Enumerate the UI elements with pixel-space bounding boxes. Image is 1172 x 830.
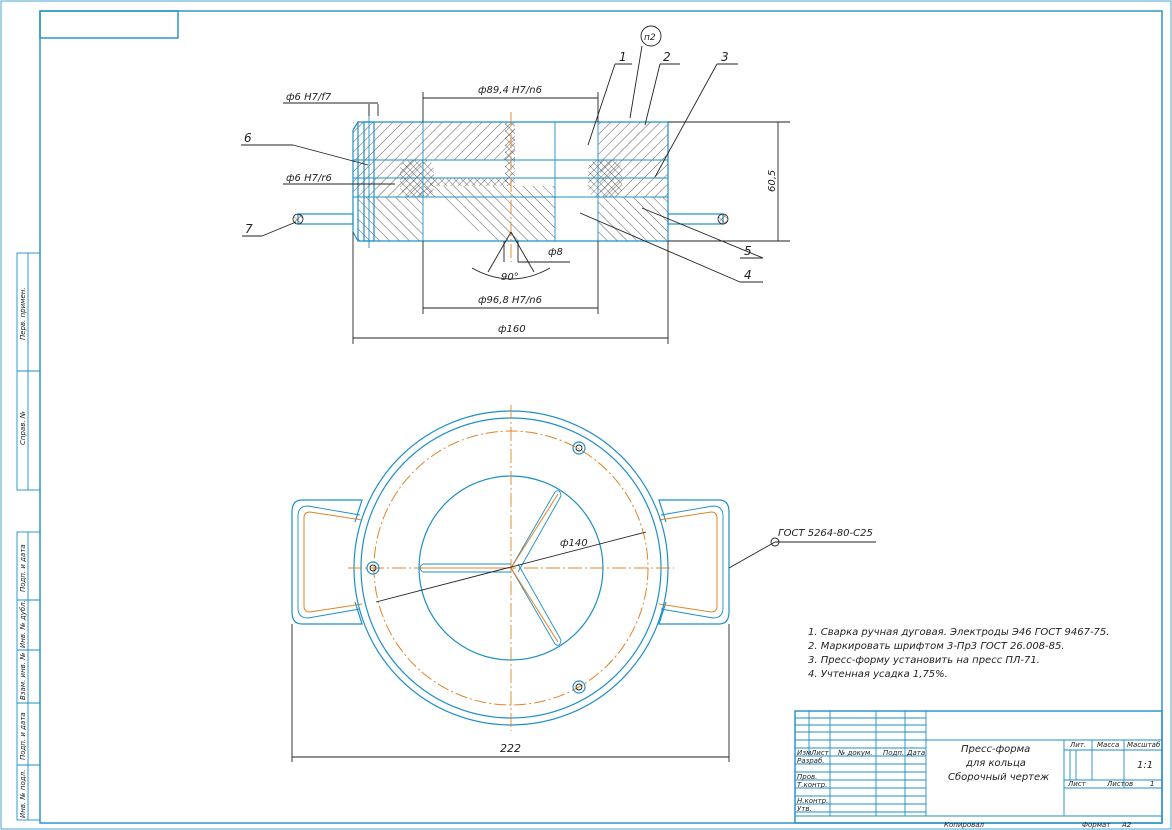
part-number-6: 6 bbox=[244, 131, 252, 145]
tb-row-razrab: Разраб. bbox=[797, 757, 825, 765]
side-label-inv-dubl: Инв. № дубл. bbox=[19, 600, 27, 648]
tb-row-tkontr: Т.контр. bbox=[797, 781, 827, 789]
note-3: 3. Пресс-форму установить на пресс ПЛ-71… bbox=[808, 655, 1040, 666]
tb-col-doc: № докум. bbox=[837, 749, 873, 757]
height-label: 60,5 bbox=[767, 170, 778, 192]
note-2: 2. Маркировать шрифтом 3-Пр3 ГОСТ 26.008… bbox=[808, 641, 1065, 652]
plan-view: ф140 222 ГОСТ 5264-80-С25 bbox=[291, 405, 876, 762]
gost-weld-label: ГОСТ 5264-80-С25 bbox=[778, 528, 873, 539]
tb-row-utv: Утв. bbox=[797, 805, 812, 813]
side-label-podp2: Подп. и дата bbox=[19, 712, 27, 760]
part-number-5: 5 bbox=[744, 244, 752, 258]
tb-masshtab: Масштаб bbox=[1127, 741, 1161, 749]
dia-outer-label: ф160 bbox=[498, 324, 526, 335]
side-strip: Перв. примен. Справ. № Подп. и дата Инв.… bbox=[16, 252, 41, 821]
tol-mid-label: ф6 H7/r6 bbox=[286, 173, 332, 184]
angle-label: 90° bbox=[501, 272, 519, 283]
side-label-sprav: Справ. № bbox=[19, 411, 27, 445]
small-dia-label: ф8 bbox=[548, 247, 563, 258]
tb-col-list: Лист bbox=[810, 749, 830, 757]
title-block: Изм Лист № докум. Подп. Дата Разраб. Про… bbox=[794, 710, 1163, 829]
tb-title-line1: Пресс-форма bbox=[961, 744, 1030, 755]
tb-listov-val: 1 bbox=[1150, 780, 1154, 788]
part-number-3: 3 bbox=[721, 50, 729, 64]
tb-title-line2: для кольца bbox=[965, 758, 1026, 769]
note-4: 4. Учтенная усадка 1,75%. bbox=[808, 669, 948, 680]
tb-title-line3: Сборочный чертеж bbox=[948, 771, 1049, 783]
part-number-1: 1 bbox=[619, 50, 627, 64]
section-view: ф6 H7/f7 ф6 H7/r6 ф89,4 H7/n6 ф96,8 H7/n… bbox=[241, 25, 790, 344]
part-number-4: 4 bbox=[744, 268, 752, 282]
tol-top-label: ф6 H7/f7 bbox=[286, 92, 332, 103]
tb-format: Формат bbox=[1082, 821, 1111, 829]
tb-row-nkontr: Н.контр. bbox=[797, 797, 828, 805]
width-222-label: 222 bbox=[500, 742, 521, 755]
side-label-podp1: Подп. и дата bbox=[19, 544, 27, 592]
tb-listov: Листов bbox=[1106, 780, 1133, 788]
tb-col-data: Дата bbox=[906, 749, 925, 757]
tb-col-podp: Подп. bbox=[883, 749, 904, 757]
side-label-perv: Перв. примен. bbox=[19, 287, 27, 340]
note-1: 1. Сварка ручная дуговая. Электроды Э46 … bbox=[808, 627, 1109, 638]
tb-lit: Лит. bbox=[1069, 741, 1086, 749]
weld-note-label: п2 bbox=[644, 33, 656, 43]
part-number-2: 2 bbox=[663, 50, 671, 64]
tb-col-izm: Изм bbox=[797, 749, 812, 757]
dia-140-label: ф140 bbox=[560, 538, 588, 549]
technical-notes: 1. Сварка ручная дуговая. Электроды Э46 … bbox=[808, 627, 1109, 680]
part-number-7: 7 bbox=[245, 222, 253, 236]
tb-copied: Копировал bbox=[944, 821, 985, 829]
tb-list: Лист bbox=[1067, 780, 1087, 788]
side-label-inv-podl: Инв. № подл. bbox=[19, 770, 27, 818]
dia-upper-label: ф89,4 H7/n6 bbox=[478, 85, 542, 96]
tb-format-val: А2 bbox=[1121, 821, 1132, 829]
tb-scale: 1:1 bbox=[1137, 760, 1153, 771]
tb-row-prov: Пров. bbox=[797, 773, 817, 781]
side-label-vzam: Взам. инв. № bbox=[19, 652, 27, 700]
dia-lower-label: ф96,8 H7/n6 bbox=[478, 295, 542, 306]
tb-massa: Масса bbox=[1097, 741, 1119, 749]
